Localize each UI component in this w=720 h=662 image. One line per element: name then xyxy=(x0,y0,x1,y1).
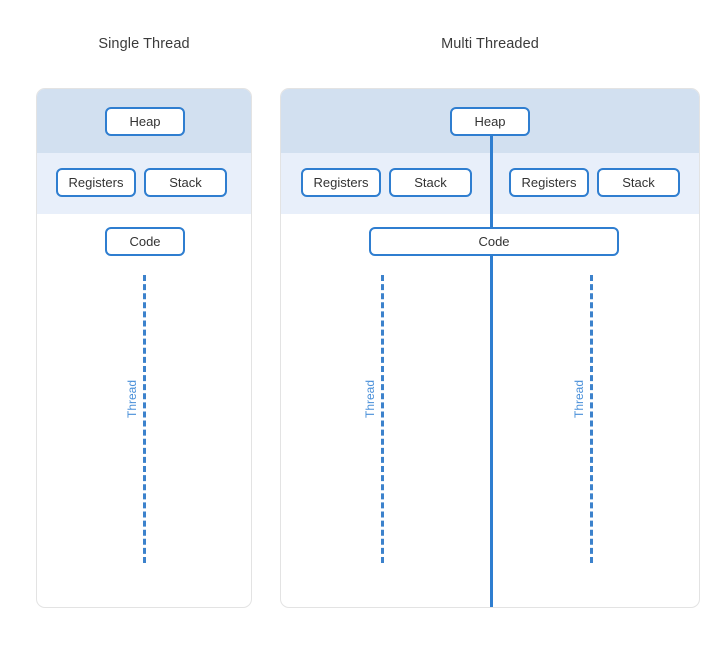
single-code-box[interactable]: Code xyxy=(105,227,185,256)
multi-threaded-panel: Heap Registers Stack Registers Stack Cod… xyxy=(280,88,700,608)
single-heap-box[interactable]: Heap xyxy=(105,107,185,136)
shared-memory-spine xyxy=(490,136,493,607)
single-thread-line xyxy=(143,275,146,563)
multi-thread2-registers-box[interactable]: Registers xyxy=(509,168,589,197)
single-thread-title: Single Thread xyxy=(98,36,190,52)
multi-thread1-stack-box[interactable]: Stack xyxy=(389,168,472,197)
multi-thread1-line xyxy=(381,275,384,563)
multi-thread2-stack-box[interactable]: Stack xyxy=(597,168,680,197)
multi-thread1-registers-box[interactable]: Registers xyxy=(301,168,381,197)
multi-thread1-label: Thread xyxy=(363,379,377,419)
single-registers-box[interactable]: Registers xyxy=(56,168,136,197)
single-stack-box[interactable]: Stack xyxy=(144,168,227,197)
single-thread-label: Thread xyxy=(125,379,139,419)
multi-thread2-label: Thread xyxy=(572,379,586,419)
single-thread-panel: Heap Registers Stack Code Thread xyxy=(36,88,252,608)
multi-thread2-line xyxy=(590,275,593,563)
multi-threaded-title: Multi Threaded xyxy=(441,36,539,52)
multi-heap-box[interactable]: Heap xyxy=(450,107,530,136)
multi-code-box[interactable]: Code xyxy=(369,227,619,256)
